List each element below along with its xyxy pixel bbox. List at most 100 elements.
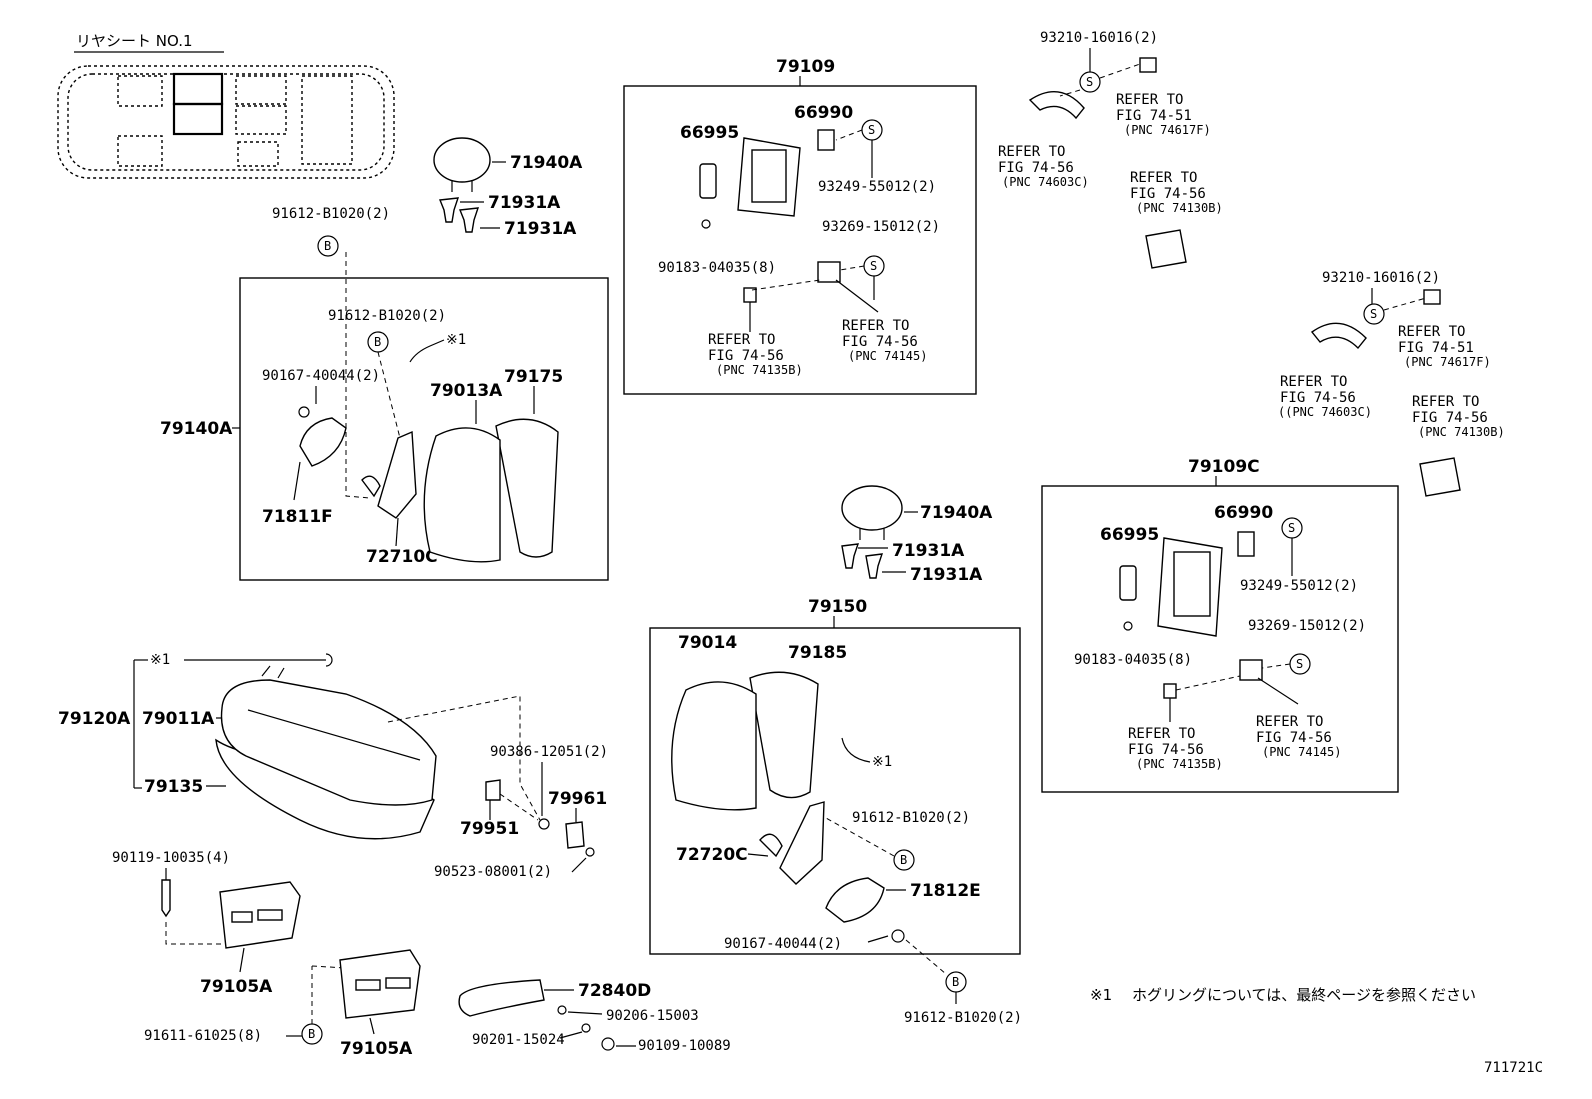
refer-text: (PNC 74135B) (716, 363, 803, 377)
part-71811f: 71811F (262, 507, 333, 527)
assembly-79109c: 79109C 66995 66990 93249-55012(2) 90183-… (1041, 457, 1399, 793)
headrest-middle: 71940A 71931A 71931A (841, 485, 993, 585)
part-79120a: 79120A (58, 709, 131, 729)
figure-code: 711721C (1484, 1060, 1543, 1076)
part-79011a: 79011A (142, 709, 215, 729)
part-90183-04035: 90183-04035(8) (658, 260, 776, 276)
refer-text: ((PNC 74603C) (1278, 405, 1372, 419)
part-90386-12051: 90386-12051(2) (490, 744, 608, 760)
part-71940a: 71940A (510, 153, 583, 173)
part-93249-55012: 93249-55012(2) (1240, 578, 1358, 594)
symbol-s: S (870, 259, 877, 273)
refer-text: REFER TO (1412, 394, 1479, 410)
part-71931a: 71931A (488, 193, 561, 213)
symbol-s: S (868, 123, 875, 137)
part-90201-15024: 90201-15024 (472, 1032, 565, 1048)
part-93249-55012: 93249-55012(2) (818, 179, 936, 195)
refer-text: (PNC 74603C) (1002, 175, 1089, 189)
part-66995: 66995 (680, 123, 739, 143)
part-79109: 79109 (776, 57, 835, 77)
note-mark: ※1 (446, 332, 466, 348)
part-90109-10089: 90109-10089 (638, 1038, 731, 1054)
refer-text: FIG 74-56 (1130, 186, 1206, 202)
symbol-s: S (1288, 521, 1295, 535)
symbol-b: B (952, 975, 959, 989)
refer-text: FIG 74-56 (842, 334, 918, 350)
part-72710c: 72710C (366, 547, 438, 567)
part-79014: 79014 (678, 633, 737, 653)
refer-text: FIG 74-56 (1412, 410, 1488, 426)
part-91612-b1020: 91612-B1020(2) (852, 810, 970, 826)
refer-text: (PNC 74617F) (1404, 355, 1491, 369)
part-79150: 79150 (808, 597, 867, 617)
refer-text: REFER TO (842, 318, 909, 334)
header-title: リヤシート NO.1 (76, 32, 193, 50)
part-91612-b1020: 91612-B1020(2) (328, 308, 446, 324)
part-79951: 79951 (460, 819, 519, 839)
part-90183-04035: 90183-04035(8) (1074, 652, 1192, 668)
brackets-79105a: 90119-10035(4) 79105A 91611-61025(8) B 7… (112, 850, 421, 1059)
refer-text: FIG 74-51 (1398, 340, 1474, 356)
refer-text: (PNC 74145) (848, 349, 927, 363)
part-72720c: 72720C (676, 845, 748, 865)
symbol-s: S (1370, 307, 1377, 321)
part-90167-40044: 90167-40044(2) (724, 936, 842, 952)
refer-text: REFER TO (1116, 92, 1183, 108)
note-mark: ※1 (872, 754, 892, 770)
part-79961: 79961 (548, 789, 607, 809)
part-79140a: 79140A (160, 419, 233, 439)
note-mark: ※1 (150, 652, 170, 668)
part-91611-61025: 91611-61025(8) (144, 1028, 262, 1044)
refer-text: (PNC 74135B) (1136, 757, 1223, 771)
part-90523-08001: 90523-08001(2) (434, 864, 552, 880)
part-66995: 66995 (1100, 525, 1159, 545)
refer-text: REFER TO (998, 144, 1065, 160)
refer-text: (PNC 74617F) (1124, 123, 1211, 137)
part-90167-40044: 90167-40044(2) (262, 368, 380, 384)
footer: ※1 ホグリングについては、最終ページを参照ください 711721C (1090, 986, 1543, 1076)
refer-text: FIG 74-56 (708, 348, 784, 364)
assembly-79109: 79109 66995 66990 93249-55012(2) 90183-0… (623, 57, 977, 395)
footer-note-mark: ※1 (1090, 986, 1112, 1004)
refer-text: REFER TO (1130, 170, 1197, 186)
part-91612-b1020: 91612-B1020(2) (904, 1010, 1022, 1026)
part-93269-15012: 93269-15012(2) (822, 219, 940, 235)
part-79013a: 79013A (430, 381, 503, 401)
part-66990: 66990 (794, 103, 853, 123)
part-66990: 66990 (1214, 503, 1273, 523)
part-91612-b1020: 91612-B1020(2) (272, 206, 390, 222)
assembly-79150: 79150 79014 79185 ※1 91612-B1020(2) B 72… (649, 597, 1022, 1026)
refer-text: (PNC 74130B) (1136, 201, 1223, 215)
refer-text: (PNC 74130B) (1418, 425, 1505, 439)
part-71931a: 71931A (504, 219, 577, 239)
refer-text: REFER TO (1398, 324, 1465, 340)
part-71931a: 71931A (910, 565, 983, 585)
part-93210-16016: 93210-16016(2) (1322, 270, 1440, 286)
refer-text: (PNC 74145) (1262, 745, 1341, 759)
part-79185: 79185 (788, 643, 847, 663)
symbol-s: S (1296, 657, 1303, 671)
symbol-b: B (374, 335, 381, 349)
part-93269-15012: 93269-15012(2) (1248, 618, 1366, 634)
symbol-s: S (1086, 75, 1093, 89)
seat-cushion-group: ※1 79120A 79011A 79135 90386-12051(2) 79… (58, 652, 608, 880)
part-93210-16016: 93210-16016(2) (1040, 30, 1158, 46)
refer-text: REFER TO (708, 332, 775, 348)
part-71931a: 71931A (892, 541, 965, 561)
symbol-b: B (308, 1027, 315, 1041)
part-79105a: 79105A (200, 977, 273, 997)
assist-grip-group-1: 93210-16016(2) S REFER TO FIG 74-51 (PNC… (998, 30, 1223, 269)
part-72840d: 72840D (578, 981, 651, 1001)
part-79175: 79175 (504, 367, 563, 387)
symbol-b: B (324, 239, 331, 253)
refer-text: FIG 74-56 (998, 160, 1074, 176)
symbol-b: B (900, 853, 907, 867)
refer-text: REFER TO (1280, 374, 1347, 390)
part-71812e: 71812E (910, 881, 981, 901)
footer-note: ホグリングについては、最終ページを参照ください (1132, 986, 1476, 1004)
part-90206-15003: 90206-15003 (606, 1008, 699, 1024)
refer-text: FIG 74-56 (1128, 742, 1204, 758)
headrest-upper: 71940A 71931A 71931A (433, 137, 583, 239)
part-79105a: 79105A (340, 1039, 413, 1059)
